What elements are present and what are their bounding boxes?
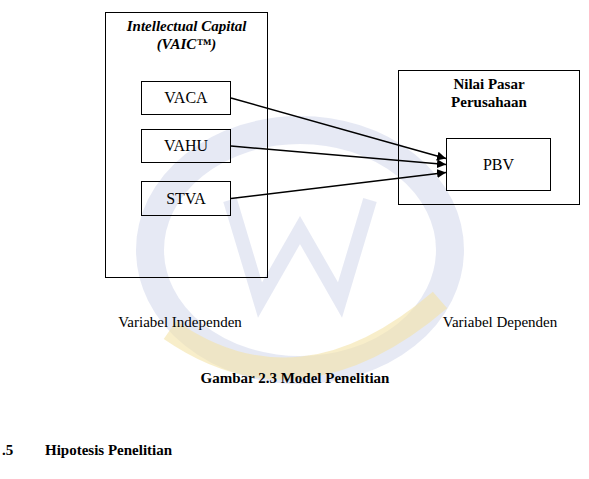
group-box: Nilai Pasar PerusahaanPBV <box>398 70 580 205</box>
group-heading: Intellectual Capital (VAIC™) <box>117 17 257 53</box>
section-heading: Hipotesis Penelitian <box>45 442 172 459</box>
variable-name: PBV <box>483 155 514 174</box>
variable-box: STVA <box>141 181 231 216</box>
arrow-connector <box>231 146 446 165</box>
variable-name: VACA <box>164 88 207 107</box>
variable-box: VACA <box>141 81 231 115</box>
arrow-connector <box>231 173 446 199</box>
group-box: Intellectual Capital (VAIC™) VACA VAHU STVA <box>105 12 268 278</box>
variable-box: PBV <box>446 138 551 191</box>
section-number: .5 <box>2 442 13 459</box>
axis-label: Variabel Dependen <box>443 314 558 331</box>
axis-label: Variabel Independen <box>118 314 242 331</box>
variable-name: STVA <box>166 189 206 208</box>
group-heading: Nilai Pasar Perusahaan <box>429 75 549 111</box>
variable-name: VAHU <box>164 136 208 155</box>
figure-caption: Gambar 2.3 Model Penelitian <box>201 370 390 387</box>
variable-box: VAHU <box>141 129 231 163</box>
